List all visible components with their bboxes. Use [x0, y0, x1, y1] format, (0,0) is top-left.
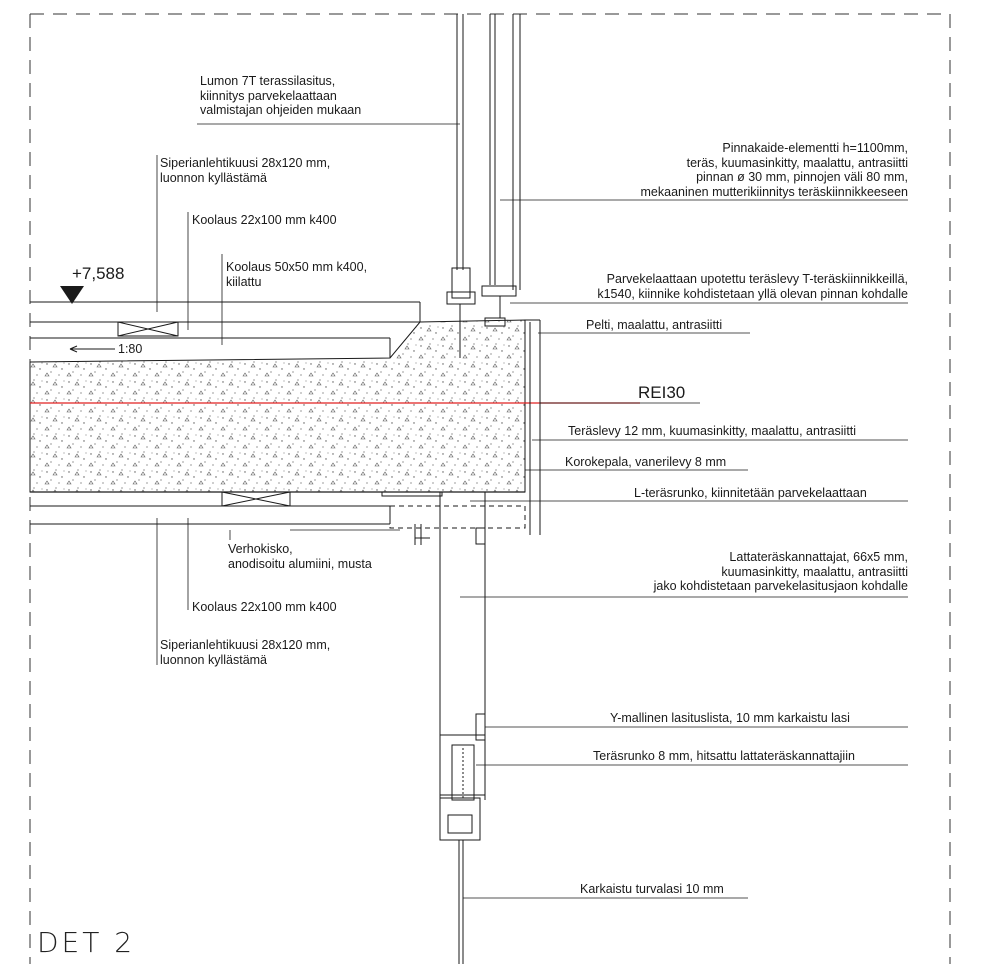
deck-boards	[30, 301, 421, 358]
steel-edge	[380, 317, 541, 535]
label-koolaus-22-top: Koolaus 22x100 mm k400	[192, 213, 337, 227]
fire-rating-label: REI30	[638, 383, 686, 402]
label-terasrunko-8: Teräsrunko 8 mm, hitsattu lattateräskann…	[593, 749, 855, 763]
label-y-mallinen: Y-mallinen lasituslista, 10 mm karkaistu…	[610, 711, 850, 725]
label-lattateras: Lattateräskannattajat, 66x5 mm, kuumasin…	[653, 550, 908, 594]
label-pinnakaide: Pinnakaide-elementti h=1100mm, teräs, ku…	[640, 141, 909, 199]
label-lumon: Lumon 7T terassilasitus, kiinnitys parve…	[200, 74, 362, 118]
label-pelti: Pelti, maalattu, antrasiitti	[586, 318, 723, 332]
lower-glazing	[414, 492, 486, 964]
label-korokepala: Korokepala, vanerilevy 8 mm	[565, 455, 727, 469]
slope-arrow	[69, 345, 115, 353]
label-l-terasrunko: L-teräsrunko, kiinnitetään parvekelaatta…	[634, 486, 867, 500]
level-marker-value: +7,588	[72, 264, 125, 283]
label-upotettu: Parvekelaattaan upotettu teräslevy T-ter…	[597, 272, 908, 301]
label-koolaus-22-bottom: Koolaus 22x100 mm k400	[192, 600, 337, 614]
label-koolaus-50: Koolaus 50x50 mm k400, kiilattu	[226, 260, 368, 289]
label-verhokisko: Verhokisko, anodisoitu alumiini, musta	[228, 542, 372, 571]
slope-label: 1:80	[118, 342, 143, 356]
concrete-slab	[29, 319, 526, 493]
drawing-title: DET 2	[37, 926, 136, 959]
label-siperian-top: Siperianlehtikuusi 28x120 mm, luonnon ky…	[160, 156, 331, 185]
leader-lines	[156, 123, 908, 899]
label-teraslevy: Teräslevy 12 mm, kuumasinkitty, maalattu…	[568, 424, 857, 438]
ceiling-boards	[30, 491, 526, 529]
label-karkaistu: Karkaistu turvalasi 10 mm	[580, 882, 724, 896]
level-marker	[60, 286, 84, 304]
label-siperian-bottom: Siperianlehtikuusi 28x120 mm, luonnon ky…	[160, 638, 331, 667]
top-glazing-profiles	[446, 14, 521, 358]
